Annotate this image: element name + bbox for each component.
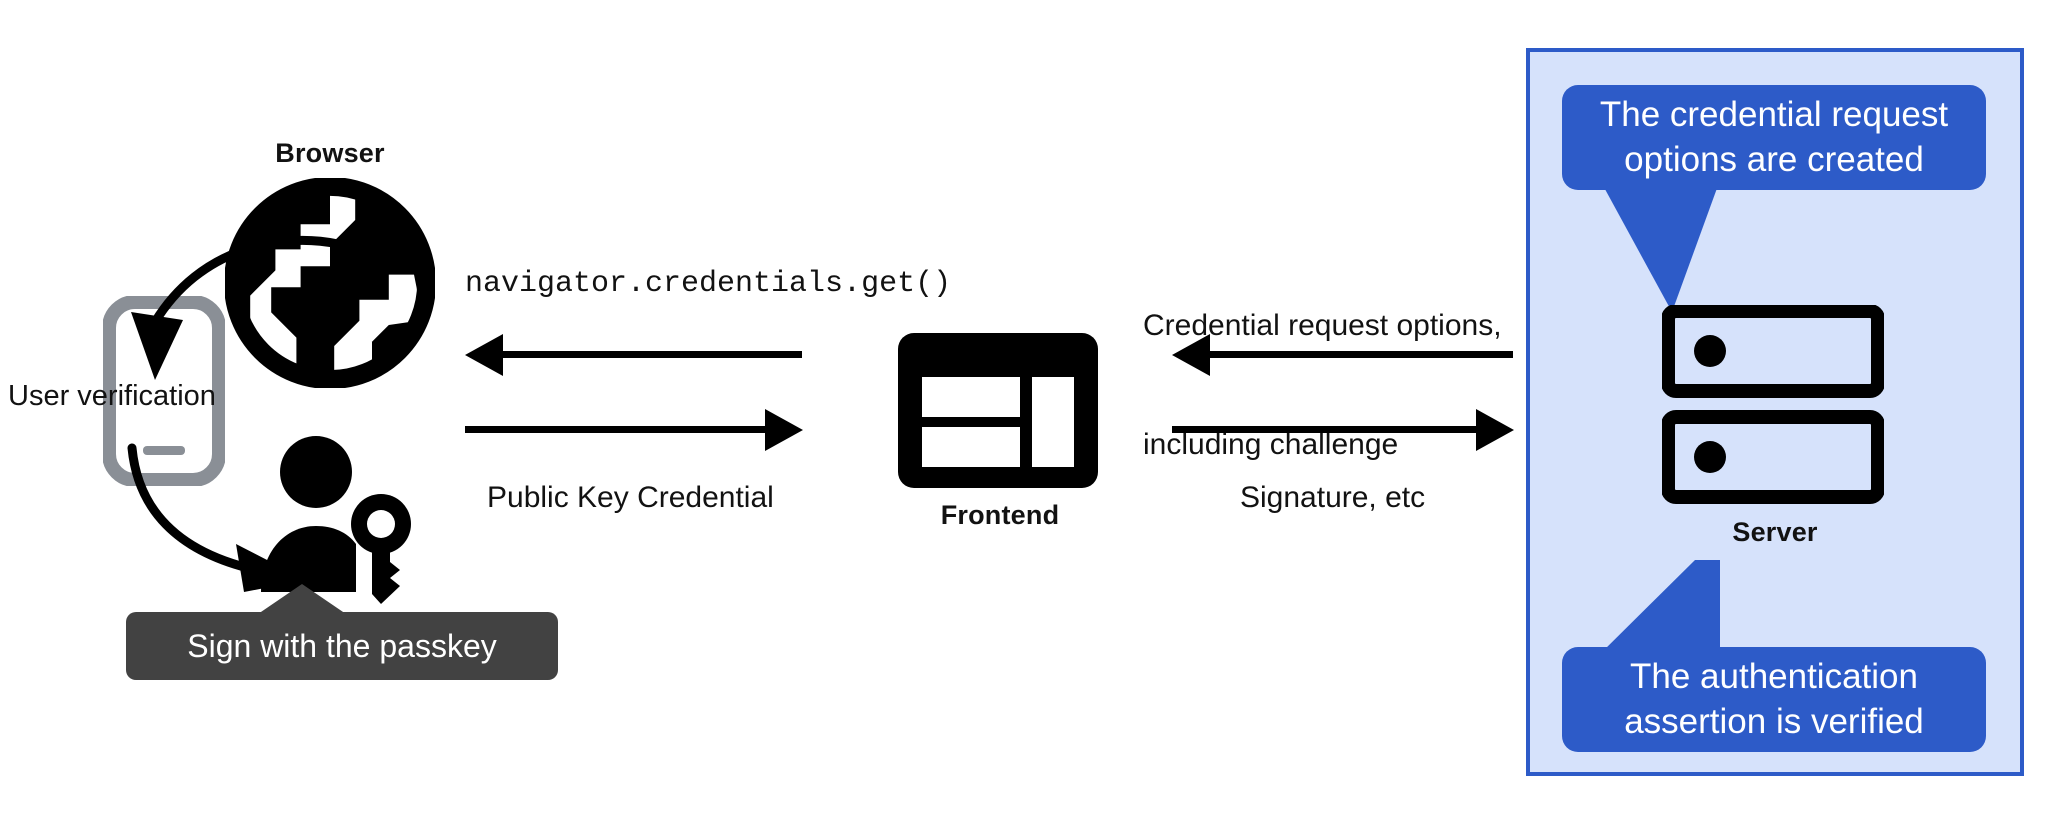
credential-request-options-label: Credential request options, including ch…	[1143, 227, 1502, 544]
passkey-tooltip-notch	[258, 584, 346, 614]
passkey-tooltip-text: Sign with the passkey	[187, 627, 497, 664]
callout-top-tail	[1600, 180, 1720, 312]
user-verification-label: User verification	[8, 380, 216, 412]
public-key-credential-label: Public Key Credential	[487, 481, 774, 514]
frontend-server-bottom-arrowhead	[1476, 409, 1514, 451]
passkey-tooltip: Sign with the passkey	[126, 612, 558, 680]
frontend-server-top-shaft	[1207, 351, 1513, 358]
browser-frontend-top-arrowhead	[465, 334, 503, 376]
server-label: Server	[1732, 517, 1818, 547]
navigator-credentials-get-label: navigator.credentials.get()	[465, 267, 952, 301]
browser-frontend-bottom-arrowhead	[765, 409, 803, 451]
frontend-server-bottom-shaft	[1172, 426, 1478, 433]
callout-authentication-assertion: The authentication assertion is verified	[1562, 647, 1986, 752]
person-with-key-icon	[261, 436, 411, 604]
callout-top-text: The credential request options are creat…	[1599, 94, 1949, 179]
callout-bottom-tail	[1598, 560, 1720, 656]
frontend-icon	[898, 333, 1098, 488]
browser-frontend-top-shaft	[500, 351, 802, 358]
browser-to-phone-arrow	[131, 235, 343, 380]
frontend-label: Frontend	[940, 500, 1060, 530]
server-icon	[1662, 305, 1884, 504]
globe-icon	[225, 178, 435, 388]
frontend-server-top-arrowhead	[1172, 334, 1210, 376]
callout-bottom-text: The authentication assertion is verified	[1624, 656, 1924, 741]
credential-request-options-line2: including challenge	[1143, 427, 1399, 461]
signature-etc-label: Signature, etc	[1240, 481, 1426, 514]
credential-request-options-line1: Credential request options,	[1143, 309, 1502, 343]
callout-credential-request-options: The credential request options are creat…	[1562, 85, 1986, 190]
browser-label: Browser	[275, 138, 385, 168]
browser-frontend-bottom-shaft	[465, 426, 767, 433]
